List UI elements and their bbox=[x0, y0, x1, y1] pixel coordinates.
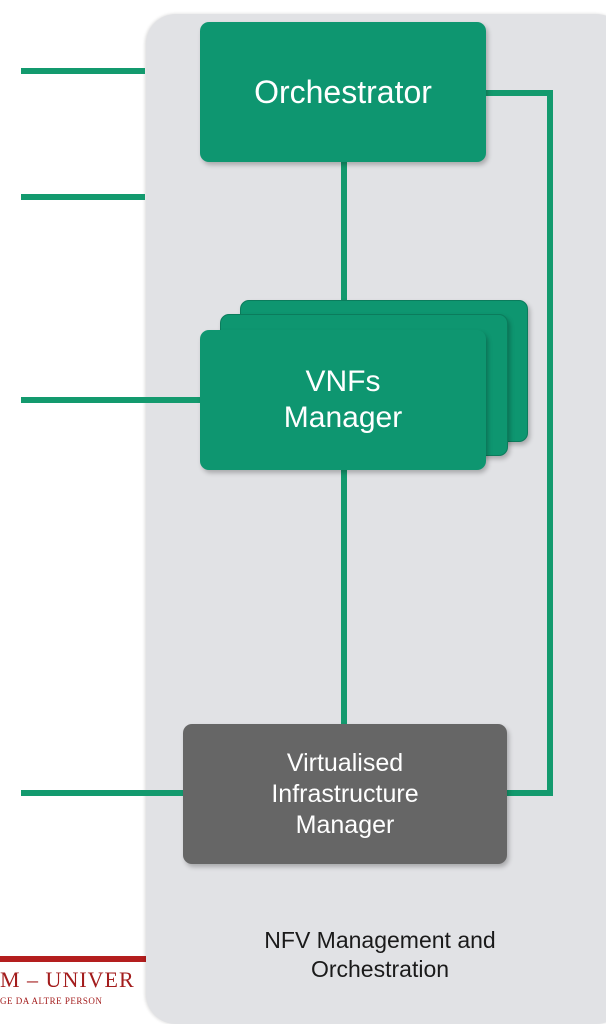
vnfs-manager-box: VNFs Manager bbox=[200, 330, 486, 470]
orchestrator-to-vim-link bbox=[483, 90, 553, 796]
vim-box: Virtualised Infrastructure Manager bbox=[183, 724, 507, 864]
logo-text-line2: GE DA ALTRE PERSON bbox=[0, 996, 103, 1006]
panel-label: NFV Management and Orchestration bbox=[264, 927, 496, 982]
logo-text-line1: M – UNIVER bbox=[0, 967, 135, 992]
university-logo: M – UNIVER GE DA ALTRE PERSON bbox=[0, 956, 150, 1010]
orchestrator-box: Orchestrator bbox=[200, 22, 486, 162]
logo-red-bar bbox=[0, 956, 150, 962]
